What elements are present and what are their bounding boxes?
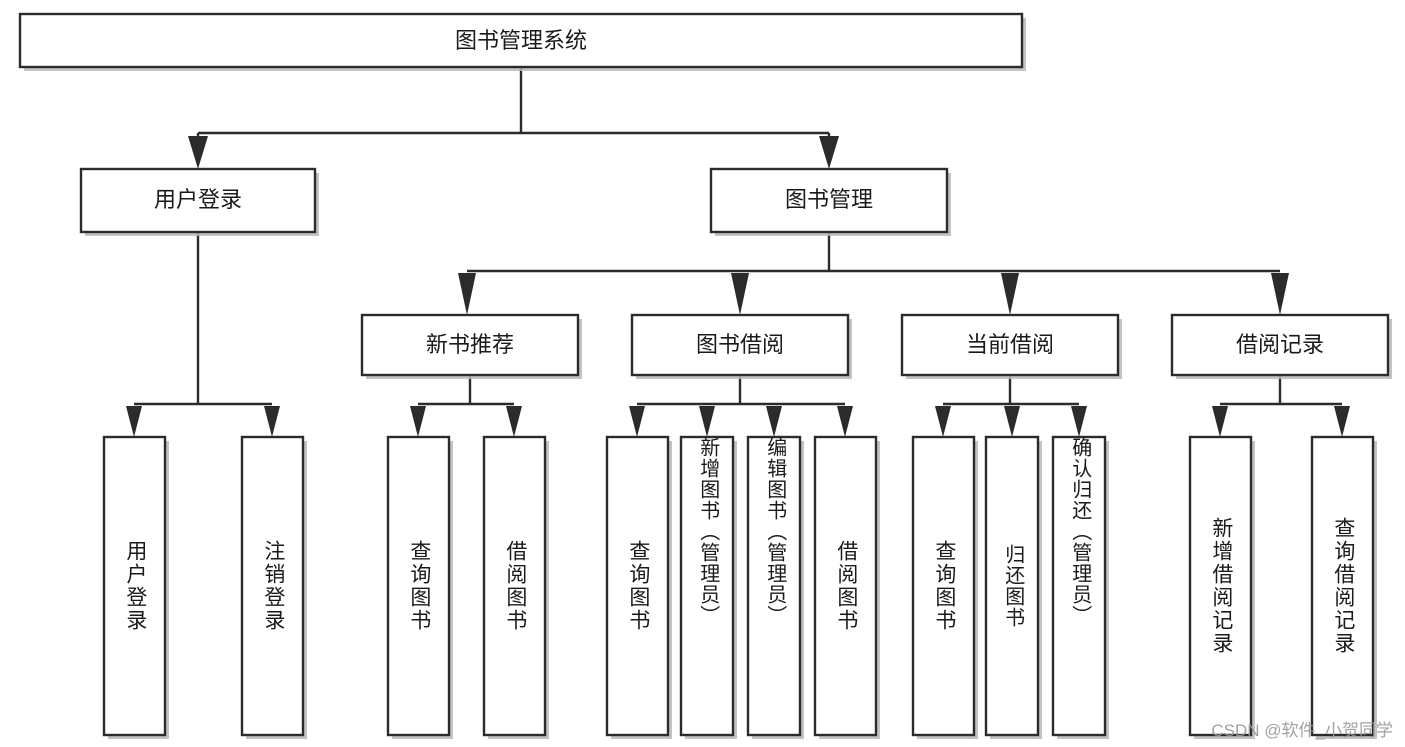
leaf-box-query-book-rec[interactable] xyxy=(386,435,451,737)
leaf-box-add-borrow-record[interactable] xyxy=(1188,435,1253,737)
arrow-head-borrowrecord-query xyxy=(1334,406,1350,437)
node-current-borrow[interactable]: 当前借阅 xyxy=(900,313,1122,379)
leaf-node-group xyxy=(102,435,1377,739)
arrow-head-bookborrow-add xyxy=(699,406,715,437)
arrow-head-borrow-record xyxy=(1271,273,1289,315)
book-borrow-label: 图书借阅 xyxy=(696,332,784,357)
current-borrow-label: 当前借阅 xyxy=(966,332,1054,357)
leaf-box-query-borrow-record[interactable] xyxy=(1310,435,1375,737)
arrow-head-book-mgmt xyxy=(819,136,839,169)
arrow-head-newbook-borrow xyxy=(506,406,522,437)
connector-group-new-book-rec xyxy=(410,375,522,437)
connector-group-user-login xyxy=(126,232,280,437)
node-new-book-recommend[interactable]: 新书推荐 xyxy=(360,313,582,379)
book-management-box[interactable] xyxy=(709,167,949,234)
node-root[interactable]: 图书管理系统 xyxy=(18,12,1026,71)
arrow-head-book-borrow xyxy=(731,273,749,315)
arrow-head-borrowrecord-add xyxy=(1212,406,1228,437)
book-borrow-box[interactable] xyxy=(630,313,850,377)
arrow-head-currentborrow-confirm xyxy=(1071,406,1087,437)
new-book-recommend-box[interactable] xyxy=(360,313,580,377)
leaf-box-query-book-current[interactable] xyxy=(911,435,976,737)
root-box[interactable] xyxy=(18,12,1024,69)
leaf-box-add-book-admin[interactable] xyxy=(679,435,735,737)
arrow-head-current-borrow xyxy=(1001,273,1019,315)
user-login-box[interactable] xyxy=(79,167,317,234)
leaf-box-query-book-borrow[interactable] xyxy=(605,435,670,737)
arrow-head-newbook-query xyxy=(410,406,426,437)
node-book-management[interactable]: 图书管理 xyxy=(709,167,951,236)
leaf-box-logout[interactable] xyxy=(240,435,305,737)
node-book-borrow[interactable]: 图书借阅 xyxy=(630,313,852,379)
user-login-label: 用户登录 xyxy=(154,187,242,212)
leaf-box-lend-book[interactable] xyxy=(813,435,878,737)
book-management-label: 图书管理 xyxy=(785,187,873,212)
connector-group-book-borrow xyxy=(629,375,853,437)
leaf-box-borrow-book-rec[interactable] xyxy=(482,435,547,737)
node-borrow-record[interactable]: 借阅记录 xyxy=(1170,313,1392,379)
arrow-head-user-login xyxy=(188,136,208,169)
borrow-record-label: 借阅记录 xyxy=(1236,332,1324,357)
new-book-recommend-label: 新书推荐 xyxy=(426,332,514,357)
borrow-record-box[interactable] xyxy=(1170,313,1390,377)
connector-group-borrow-record xyxy=(1212,375,1350,437)
root-label: 图书管理系统 xyxy=(455,28,587,53)
arrow-head-bookborrow-query xyxy=(629,406,645,437)
leaf-box-confirm-return-admin[interactable] xyxy=(1051,435,1107,737)
connector-group-root xyxy=(188,67,839,169)
arrow-head-bookborrow-edit xyxy=(766,406,782,437)
connector-group-current-borrow xyxy=(935,375,1087,437)
connector-group-book-mgmt xyxy=(458,232,1289,315)
leaf-box-return-book[interactable] xyxy=(984,435,1040,737)
current-borrow-box[interactable] xyxy=(900,313,1120,377)
arrow-head-currentborrow-query xyxy=(935,406,951,437)
arrow-head-new-book-rec xyxy=(458,273,476,315)
arrow-head-currentborrow-return xyxy=(1004,406,1020,437)
arrow-head-leaf-logout xyxy=(264,406,280,437)
arrow-head-leaf-user-login xyxy=(126,406,142,437)
leaf-box-user-login[interactable] xyxy=(102,435,167,737)
arrow-head-bookborrow-lend xyxy=(837,406,853,437)
node-user-login[interactable]: 用户登录 xyxy=(79,167,319,236)
leaf-box-edit-book-admin[interactable] xyxy=(746,435,802,737)
